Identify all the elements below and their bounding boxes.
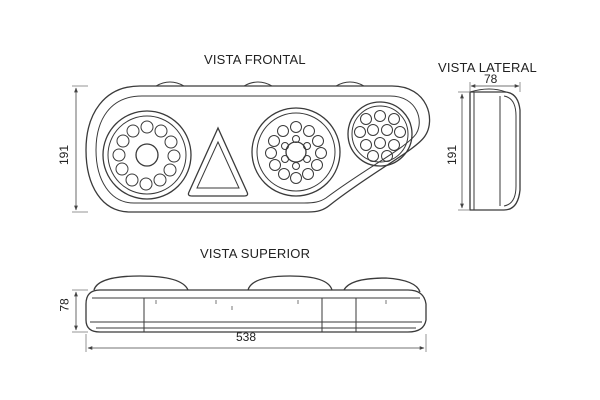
front-height-dimension (72, 85, 88, 213)
front-housing-inner (95, 95, 420, 204)
side-lens-curve (503, 95, 517, 207)
front-top-tab-2 (243, 81, 273, 87)
top-dimensions (72, 289, 427, 352)
left-lamp-inner (107, 115, 187, 195)
top-dome-middle (247, 275, 333, 291)
top-body-outline (85, 289, 427, 333)
middle-lamp-inner (256, 112, 336, 192)
left-lamp-center (135, 143, 159, 167)
overall-length-label: 538 (236, 330, 257, 344)
front-view-title: VISTA FRONTAL (204, 52, 306, 67)
front-housing-outline (85, 85, 431, 213)
side-top-cap (469, 88, 507, 93)
triangle-reflector-outer (187, 126, 249, 197)
top-center-ticks (155, 300, 387, 310)
side-dimensions (458, 82, 521, 211)
triangle-reflector-inner (196, 140, 240, 189)
top-dome-right (343, 277, 421, 293)
front-view (85, 81, 431, 213)
right-lamp-leds (354, 110, 406, 162)
top-view-title: VISTA SUPERIOR (200, 246, 311, 261)
middle-lamp-leds (265, 121, 327, 184)
right-lamp-inner (351, 105, 409, 163)
middle-lamp-outer (251, 107, 341, 197)
front-top-tab-1 (155, 81, 185, 87)
front-top-tab-3 (335, 81, 365, 87)
side-view (469, 88, 521, 211)
right-lamp-outer (347, 101, 413, 167)
side-depth-label: 78 (484, 72, 498, 86)
top-view (85, 275, 427, 333)
side-body-outline (469, 91, 521, 211)
top-dome-left (93, 275, 189, 291)
side-view-title: VISTA LATERAL (438, 60, 537, 75)
left-lamp-leds (112, 120, 181, 191)
left-lamp-outer (102, 110, 192, 200)
